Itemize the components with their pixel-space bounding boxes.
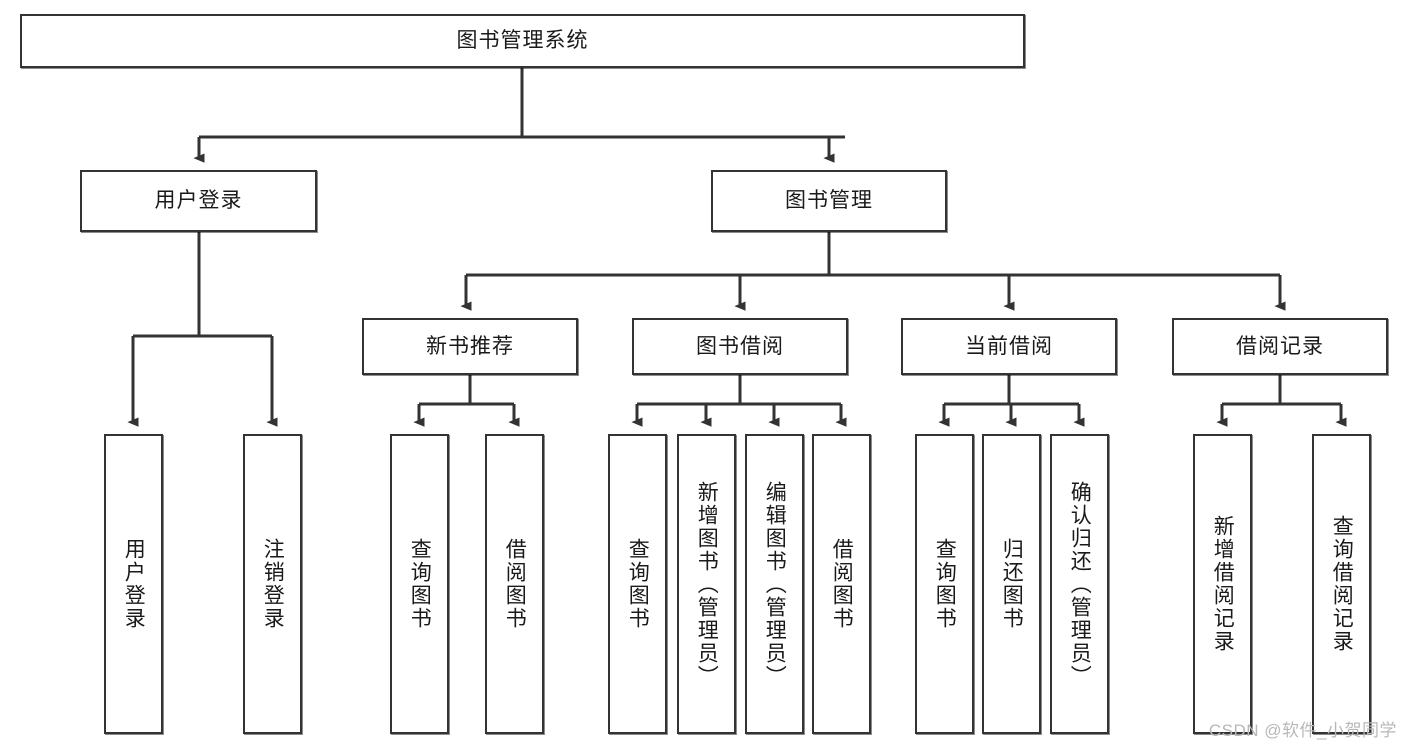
node-book-borrow-label: 图书借阅 <box>696 334 784 358</box>
node-borrow-record[interactable]: 借阅记录 <box>1172 318 1388 375</box>
node-leaf-user-login-label: 用户登录 <box>122 538 146 630</box>
node-user-login[interactable]: 用户登录 <box>80 170 317 232</box>
node-leaf-add-book[interactable]: 新增图书（管理员） <box>677 434 736 734</box>
node-root[interactable]: 图书管理系统 <box>20 14 1025 68</box>
node-leaf-query-book-2-label: 查询图书 <box>626 538 650 630</box>
node-leaf-query-record-label: 查询借阅记录 <box>1330 515 1354 653</box>
node-leaf-user-login[interactable]: 用户登录 <box>104 434 163 734</box>
node-leaf-add-record-label: 新增借阅记录 <box>1211 515 1235 653</box>
node-leaf-query-book-1-label: 查询图书 <box>408 538 432 630</box>
node-leaf-borrow-book-1[interactable]: 借阅图书 <box>485 434 544 734</box>
node-leaf-logout[interactable]: 注销登录 <box>243 434 302 734</box>
node-leaf-return-book-label: 归还图书 <box>1000 538 1024 630</box>
node-user-login-label: 用户登录 <box>154 189 243 213</box>
node-leaf-return-book[interactable]: 归还图书 <box>982 434 1041 734</box>
node-leaf-add-record[interactable]: 新增借阅记录 <box>1193 434 1252 734</box>
node-current-borrow-label: 当前借阅 <box>965 334 1053 358</box>
node-root-label: 图书管理系统 <box>456 29 589 53</box>
node-leaf-query-book-3[interactable]: 查询图书 <box>915 434 974 734</box>
node-current-borrow[interactable]: 当前借阅 <box>901 318 1117 375</box>
node-leaf-edit-book[interactable]: 编辑图书（管理员） <box>745 434 804 734</box>
node-leaf-add-book-label: 新增图书（管理员） <box>695 480 719 688</box>
node-borrow-record-label: 借阅记录 <box>1236 334 1324 358</box>
node-book-manage[interactable]: 图书管理 <box>711 170 947 232</box>
node-leaf-logout-label: 注销登录 <box>261 538 285 630</box>
node-book-borrow[interactable]: 图书借阅 <box>632 318 848 375</box>
node-leaf-query-book-3-label: 查询图书 <box>933 538 957 630</box>
node-leaf-edit-book-label: 编辑图书（管理员） <box>763 480 787 688</box>
csdn-watermark: CSDN @软件_小贺同学 <box>1208 721 1397 740</box>
node-new-book-rec-label: 新书推荐 <box>426 334 514 358</box>
node-leaf-borrow-book-2[interactable]: 借阅图书 <box>812 434 871 734</box>
node-leaf-confirm-return[interactable]: 确认归还（管理员） <box>1050 434 1109 734</box>
node-leaf-query-book-2[interactable]: 查询图书 <box>608 434 667 734</box>
node-leaf-borrow-book-2-label: 借阅图书 <box>830 538 854 630</box>
node-leaf-query-book-1[interactable]: 查询图书 <box>390 434 449 734</box>
node-leaf-borrow-book-1-label: 借阅图书 <box>503 538 527 630</box>
node-new-book-rec[interactable]: 新书推荐 <box>362 318 578 375</box>
node-leaf-query-record[interactable]: 查询借阅记录 <box>1312 434 1371 734</box>
node-leaf-confirm-return-label: 确认归还（管理员） <box>1068 480 1092 688</box>
node-book-manage-label: 图书管理 <box>785 189 873 213</box>
